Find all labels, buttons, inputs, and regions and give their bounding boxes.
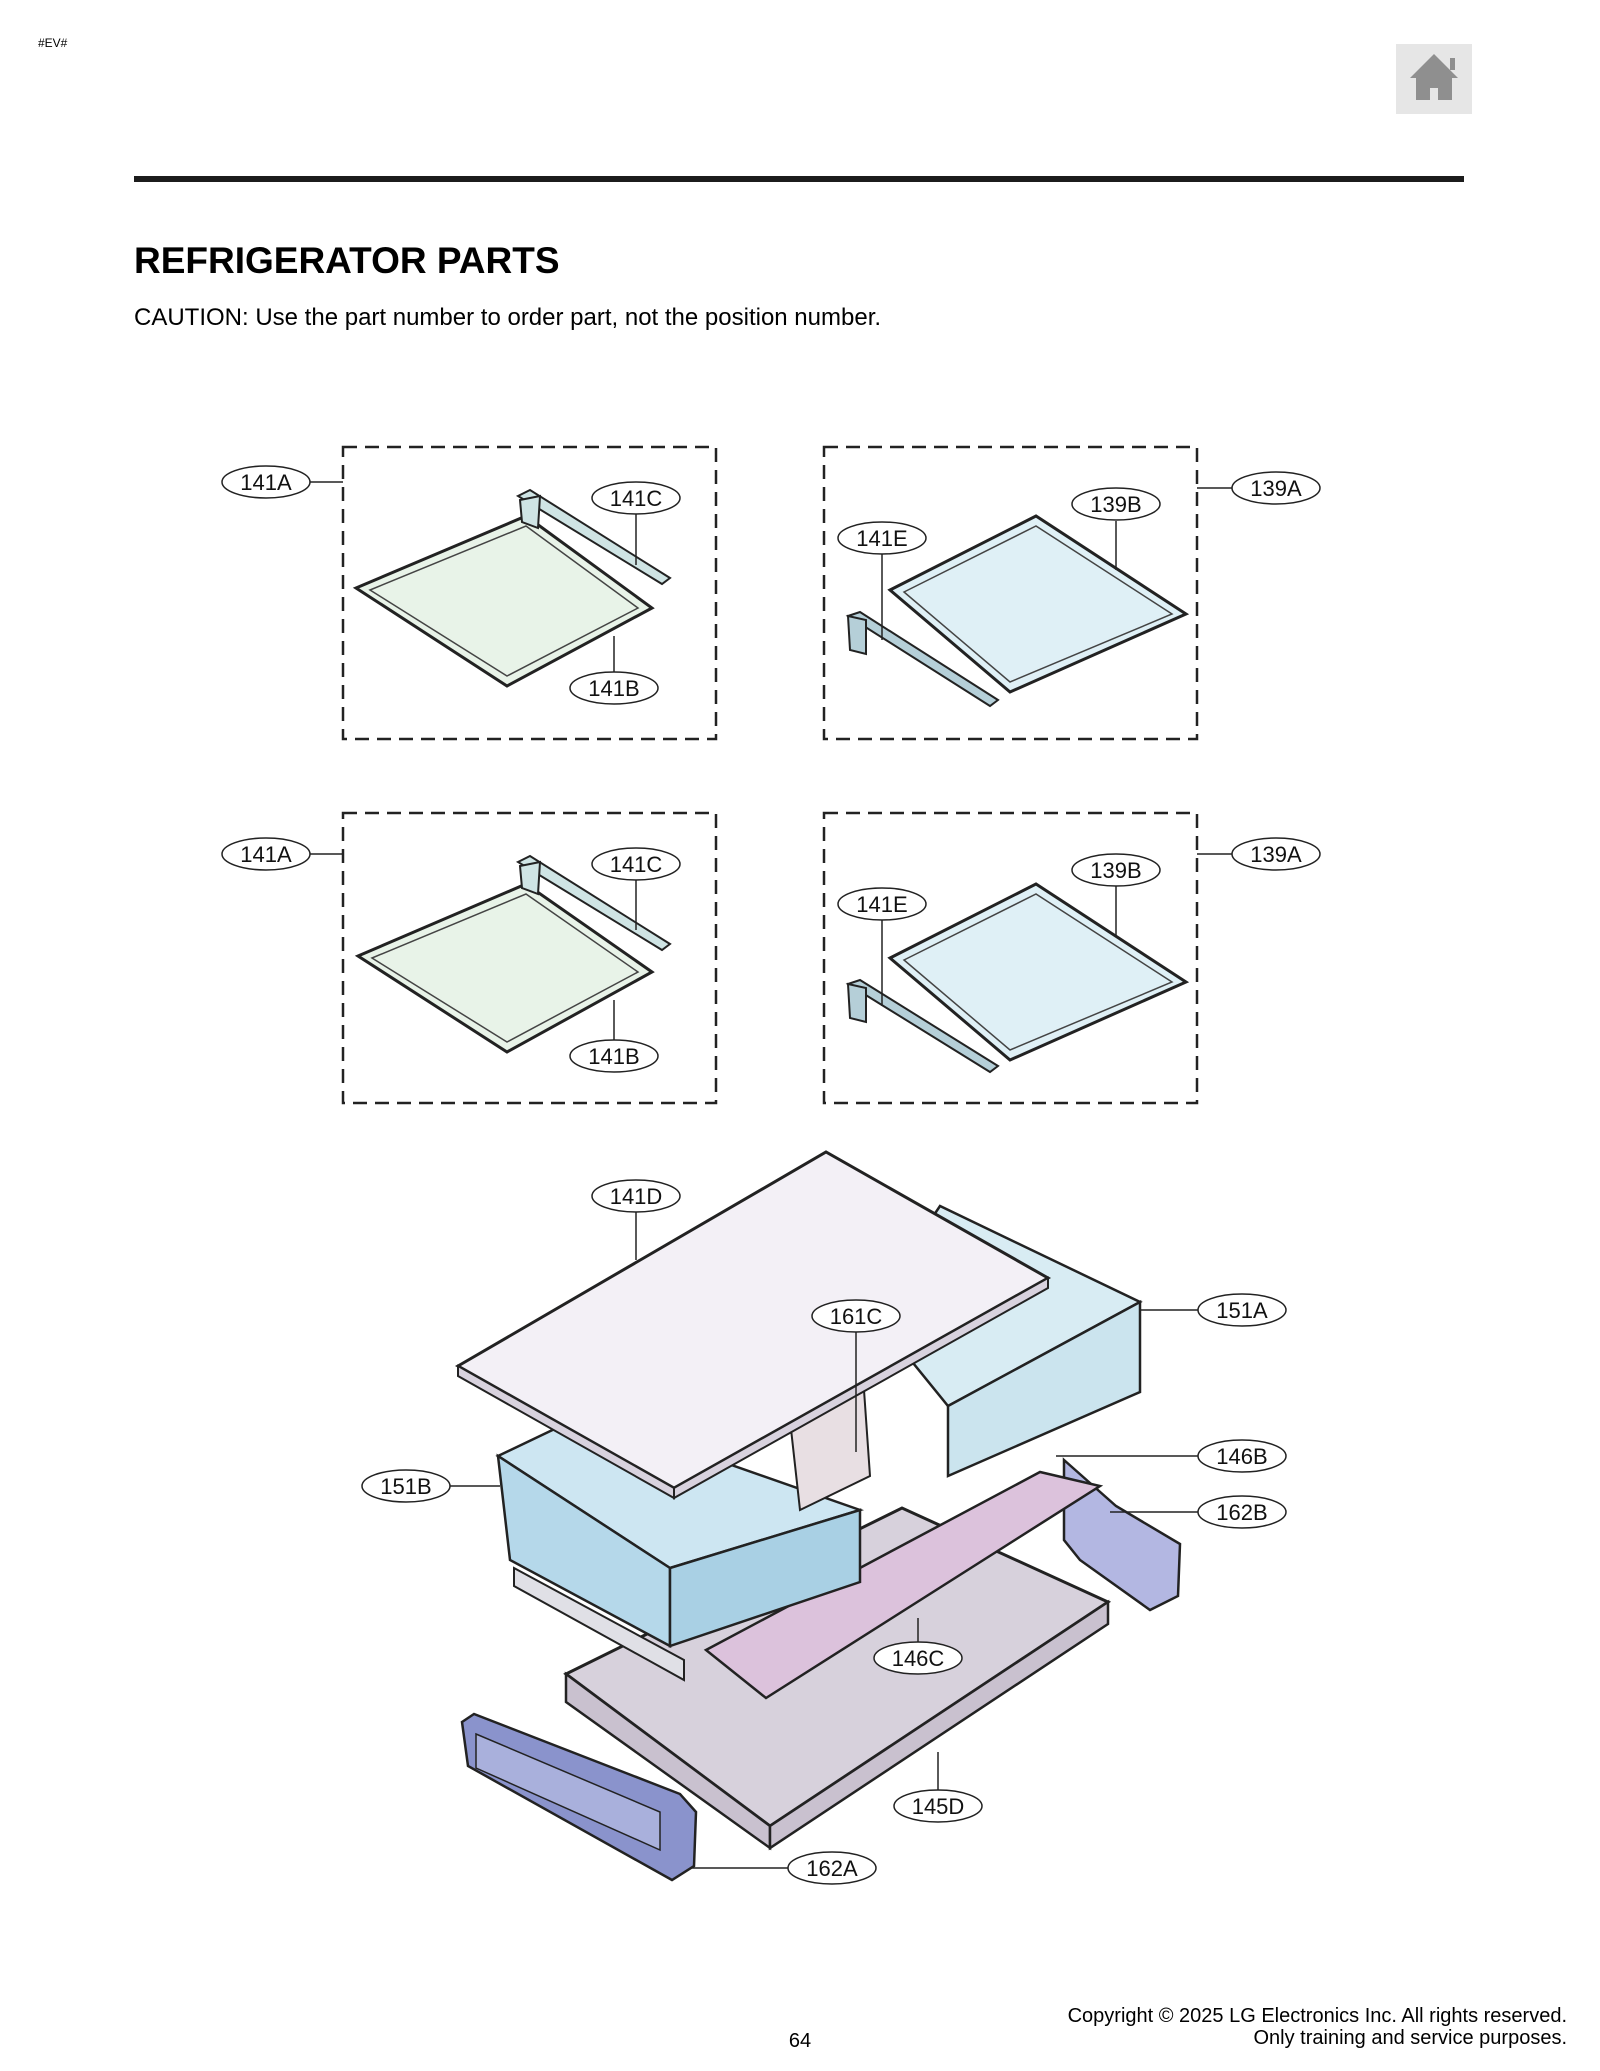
svg-text:162A: 162A xyxy=(806,1856,858,1881)
svg-text:141A: 141A xyxy=(240,470,292,495)
svg-text:162B: 162B xyxy=(1216,1500,1267,1525)
svg-text:141A: 141A xyxy=(240,842,292,867)
callout-139B-top: 139B xyxy=(1071,487,1161,521)
svg-text:139A: 139A xyxy=(1250,842,1302,867)
callout-139A-top: 139A xyxy=(1231,471,1321,505)
svg-text:161C: 161C xyxy=(830,1304,883,1329)
svg-text:141E: 141E xyxy=(856,526,907,551)
crisper-assembly xyxy=(450,1150,1198,1882)
svg-text:151B: 151B xyxy=(380,1474,431,1499)
callout-146C: 146C xyxy=(873,1641,963,1675)
svg-text:141E: 141E xyxy=(856,892,907,917)
callout-141C-top: 141C xyxy=(591,481,681,515)
shelf-set-b-top xyxy=(822,445,1232,741)
copyright-line-2: Only training and service purposes. xyxy=(1253,2027,1568,2049)
callout-162B: 162B xyxy=(1197,1495,1287,1529)
callout-141E-top: 141E xyxy=(837,521,927,555)
callout-141A-top: 141A xyxy=(221,465,311,499)
home-button[interactable] xyxy=(1396,44,1472,114)
callout-161C: 161C xyxy=(811,1299,901,1333)
document-tag: #EV# xyxy=(38,36,68,50)
svg-text:139B: 139B xyxy=(1090,492,1141,517)
callout-141B-top: 141B xyxy=(569,671,659,705)
callout-141C-bottom: 141C xyxy=(591,847,681,881)
callout-146B: 146B xyxy=(1197,1439,1287,1473)
svg-text:139B: 139B xyxy=(1090,858,1141,883)
callout-141E-bottom: 141E xyxy=(837,887,927,921)
shelf-set-a-top xyxy=(310,445,718,741)
svg-text:145D: 145D xyxy=(912,1794,965,1819)
shelf-set-a-bottom xyxy=(310,811,718,1105)
callout-145D: 145D xyxy=(893,1789,983,1823)
svg-text:141D: 141D xyxy=(610,1184,663,1209)
home-icon xyxy=(1410,54,1458,100)
svg-text:141B: 141B xyxy=(588,676,639,701)
svg-text:146B: 146B xyxy=(1216,1444,1267,1469)
callout-162A: 162A xyxy=(787,1851,877,1885)
callout-151B: 151B xyxy=(361,1469,451,1503)
callout-139B-bottom: 139B xyxy=(1071,853,1161,887)
caution-note: CAUTION: Use the part number to order pa… xyxy=(134,304,882,331)
page-title: REFRIGERATOR PARTS xyxy=(134,240,560,281)
svg-text:141C: 141C xyxy=(610,486,663,511)
callout-141B-bottom: 141B xyxy=(569,1039,659,1073)
header-rule xyxy=(134,176,1464,182)
svg-text:141C: 141C xyxy=(610,852,663,877)
svg-text:141B: 141B xyxy=(588,1044,639,1069)
callout-139A-bottom: 139A xyxy=(1231,837,1321,871)
svg-text:139A: 139A xyxy=(1250,476,1302,501)
copyright-line-1: Copyright © 2025 LG Electronics Inc. All… xyxy=(1067,2005,1567,2027)
callout-141D: 141D xyxy=(591,1179,681,1213)
callout-141A-bottom: 141A xyxy=(221,837,311,871)
page-number: 64 xyxy=(788,2030,812,2052)
copyright-notice: Copyright © 2025 LG Electronics Inc. All… xyxy=(1068,2005,1567,2049)
shelf-set-b-bottom xyxy=(822,811,1232,1105)
svg-text:151A: 151A xyxy=(1216,1298,1268,1323)
callout-151A: 151A xyxy=(1197,1293,1287,1327)
svg-text:146C: 146C xyxy=(892,1646,945,1671)
